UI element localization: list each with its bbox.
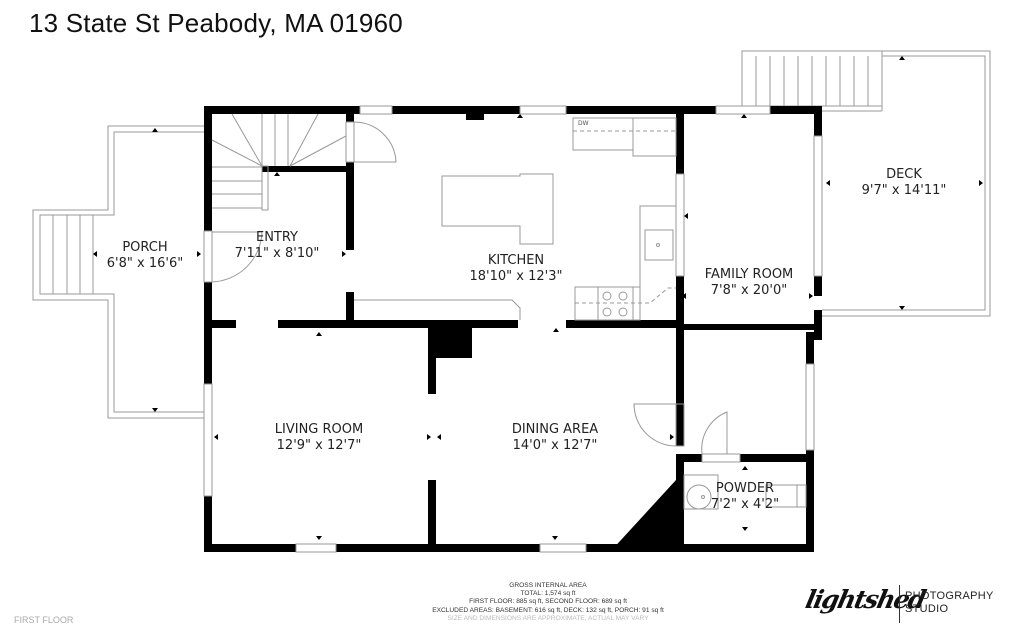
stairs — [211, 113, 347, 211]
room-name: LIVING ROOM — [274, 422, 364, 437]
kitchen-fixtures — [354, 117, 685, 321]
room-name: ENTRY — [255, 230, 299, 245]
gia-floors: FIRST FLOOR: 885 sq ft, SECOND FLOOR: 68… — [469, 598, 627, 606]
room-dims: 14'0" x 12'7" — [512, 438, 598, 453]
room-deck: DECK 9'7" x 14'11" — [862, 167, 947, 199]
room-powder: POWDER 7'2" x 4'2" — [711, 481, 779, 513]
logo-divider — [899, 585, 900, 623]
room-dims: 12'9" x 12'7" — [276, 438, 362, 453]
windows — [203, 105, 823, 553]
dishwasher-label: DW — [578, 120, 589, 127]
room-kitchen: KITCHEN 18'10" x 12'3" — [470, 253, 563, 285]
room-dims: 7'8" x 20'0" — [710, 283, 788, 298]
logo-line-1: PHOTOGRAPHY — [905, 590, 994, 602]
room-name: PORCH — [122, 240, 168, 255]
gia-heading: GROSS INTERNAL AREA — [509, 582, 587, 589]
walls — [204, 106, 822, 552]
room-dims: 7'11" x 8'10" — [234, 246, 320, 261]
logo-line-2: STUDIO — [905, 603, 949, 615]
gia-disclaimer: SIZE AND DIMENSIONS ARE APPROXIMATE, ACT… — [447, 614, 649, 622]
room-family-room: FAMILY ROOM 7'8" x 20'0" — [705, 267, 794, 299]
gia-excluded: EXCLUDED AREAS: BASEMENT: 616 sq ft, DEC… — [432, 606, 664, 614]
logo-text: PHOTOGRAPHY STUDIO — [905, 590, 994, 616]
gia-total: TOTAL: 1,574 sq ft — [520, 590, 576, 598]
room-living-room: LIVING ROOM 12'9" x 12'7" — [275, 422, 363, 454]
page-title: 13 State St Peabody, MA 01960 — [29, 8, 403, 38]
floor-label: FIRST FLOOR — [14, 615, 74, 625]
room-name: DINING AREA — [511, 422, 599, 437]
dimension-markers — [93, 56, 983, 540]
gross-area-summary: GROSS INTERNAL AREA TOTAL: 1,574 sq ft F… — [432, 582, 664, 623]
room-name: KITCHEN — [487, 253, 545, 268]
room-name: POWDER — [715, 481, 775, 496]
room-name: DECK — [886, 167, 922, 182]
room-dims: 18'10" x 12'3" — [469, 269, 563, 284]
room-name: FAMILY ROOM — [704, 267, 794, 282]
room-dims: 7'2" x 4'2" — [710, 497, 780, 512]
room-dims: 6'8" x 16'6" — [106, 256, 184, 271]
powder-fixtures — [683, 474, 807, 510]
room-porch: PORCH 6'8" x 16'6" — [107, 240, 183, 272]
doors — [203, 121, 741, 463]
room-dining-area: DINING AREA 14'0" x 12'7" — [512, 422, 598, 454]
room-entry: ENTRY 7'11" x 8'10" — [235, 230, 320, 262]
porch-outline — [32, 125, 204, 419]
room-dims: 9'7" x 14'11" — [861, 183, 947, 198]
